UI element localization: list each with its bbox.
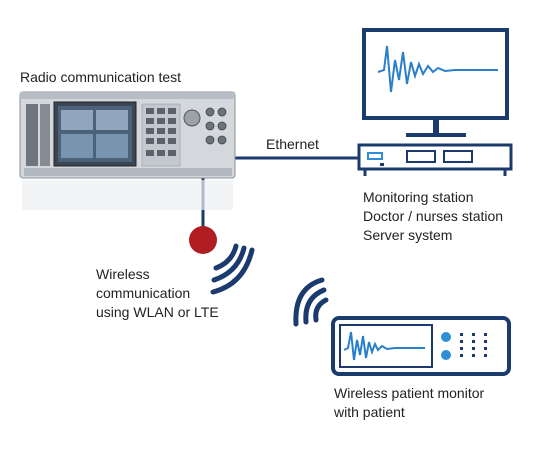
wireless-line-2: communication <box>96 285 191 301</box>
wireless-line-3: using WLAN or LTE <box>96 304 219 320</box>
patient-waveform <box>343 331 425 361</box>
radio-tester-label: Radio communication test <box>20 69 182 85</box>
antenna-ball <box>189 226 217 254</box>
monitoring-station-server <box>357 143 513 176</box>
wireless-patient-monitor <box>331 316 511 376</box>
patient-monitor-label: Wireless patient monitor with patient <box>334 384 484 422</box>
monitoring-station-label: Monitoring station Doctor / nurses stati… <box>363 188 503 245</box>
monitoring-station-monitor <box>362 28 509 137</box>
patient-monitor-line-2: with patient <box>334 404 405 420</box>
patient-monitor-line-1: Wireless patient monitor <box>334 385 485 401</box>
monitoring-line-2: Doctor / nurses station <box>363 208 504 224</box>
wireless-communication-label: Wireless communication using WLAN or LTE <box>96 265 219 322</box>
monitor-waveform <box>377 45 498 93</box>
wireless-line-1: Wireless <box>96 266 150 282</box>
ethernet-label: Ethernet <box>266 136 319 152</box>
patient-monitor-waves-icon <box>293 277 329 327</box>
wireless-waves-icon <box>210 243 255 295</box>
radio-communication-tester <box>19 91 236 210</box>
monitoring-line-3: Server system <box>363 227 453 243</box>
monitoring-line-1: Monitoring station <box>363 189 474 205</box>
